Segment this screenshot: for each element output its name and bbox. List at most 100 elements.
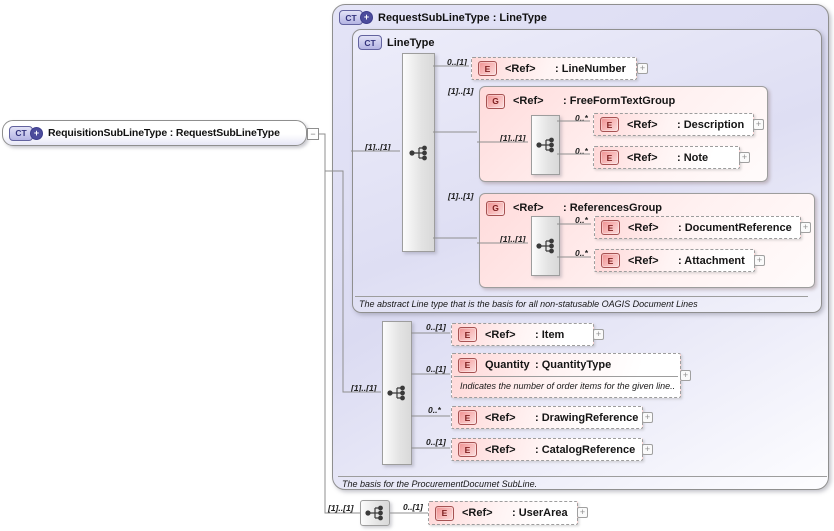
element-icon: E	[458, 442, 477, 457]
element-type: : LineNumber	[555, 62, 626, 75]
element-node-note[interactable]: E <Ref> : Note	[593, 146, 740, 169]
element-node-quantity[interactable]: E Quantity : QuantityType Indicates the …	[451, 353, 681, 398]
element-name: <Ref>	[628, 254, 659, 267]
element-type: : DrawingReference	[535, 411, 639, 424]
element-icon: E	[458, 357, 477, 373]
sequence-bar-referencesgroup[interactable]	[531, 216, 560, 276]
expand-button-attachment[interactable]: +	[754, 255, 765, 266]
element-type: : QuantityType	[535, 359, 612, 371]
cardinality-label: [1]..[1]	[500, 133, 526, 143]
requestsublinetype-header: CT + RequestSubLineType : LineType	[339, 10, 547, 25]
sequence-icon	[387, 385, 405, 401]
cardinality-label: 0..[1]	[426, 437, 446, 447]
group-name: <Ref>	[513, 202, 544, 214]
element-node-catalogreference[interactable]: E <Ref> : CatalogReference	[451, 438, 643, 461]
element-icon: E	[435, 505, 454, 521]
annotation-divider	[338, 476, 827, 477]
element-name: <Ref>	[505, 62, 536, 75]
cardinality-label: 0..[1]	[426, 322, 446, 332]
element-name: <Ref>	[485, 411, 516, 424]
element-name: <Ref>	[628, 221, 659, 234]
sequence-icon	[535, 137, 554, 153]
root-title: RequisitionSubLineType : RequestSubLineT…	[48, 127, 280, 139]
cardinality-label: [1]..[1]	[448, 191, 474, 201]
element-type: : CatalogReference	[535, 443, 636, 456]
group-icon: G	[486, 93, 505, 109]
element-icon: E	[458, 327, 477, 342]
expand-button-linenumber[interactable]: +	[637, 63, 648, 74]
complex-type-badge: CT +	[9, 125, 43, 141]
collapse-button[interactable]: −	[307, 128, 319, 140]
element-type: : Note	[677, 151, 709, 164]
cardinality-label: [1]..[1]	[351, 383, 377, 393]
sequence-bar-requestsublinetype[interactable]	[382, 321, 412, 465]
sequence-icon	[535, 238, 554, 254]
element-icon: E	[600, 117, 619, 132]
element-name: <Ref>	[485, 443, 516, 456]
element-icon: E	[601, 220, 620, 235]
element-node-documentreference[interactable]: E <Ref> : DocumentReference	[594, 216, 801, 239]
ct-badge-icon: CT	[358, 35, 382, 50]
linetype-title: LineType	[387, 36, 435, 49]
element-name: Quantity	[485, 359, 530, 371]
group-node-referencesgroup[interactable]: G <Ref> : ReferencesGroup [1]..[1] 0..*	[479, 193, 815, 288]
element-node-item[interactable]: E <Ref> : Item	[451, 323, 594, 346]
element-type: : Item	[535, 328, 565, 341]
linetype-box[interactable]: CT LineType [1]..[1] 0..[1] E <R	[352, 29, 822, 313]
element-type: : DocumentReference	[678, 221, 792, 234]
expand-button-note[interactable]: +	[739, 152, 750, 163]
group-node-freeformtextgroup[interactable]: G <Ref> : FreeFormTextGroup [1]..[1] 0..…	[479, 86, 768, 182]
expand-button-quantity[interactable]: +	[680, 370, 691, 381]
root-type-node[interactable]: CT + RequisitionSubLineType : RequestSub…	[2, 120, 307, 146]
element-type: : Attachment	[678, 254, 745, 267]
cardinality-label: [1]..[1]	[500, 234, 526, 244]
element-type: : Description	[677, 118, 745, 131]
element-icon: E	[458, 410, 477, 425]
element-node-attachment[interactable]: E <Ref> : Attachment	[594, 249, 755, 272]
annotation-divider	[355, 296, 808, 297]
expand-button-userarea[interactable]: +	[577, 507, 588, 518]
complex-type-badge: CT	[358, 35, 382, 50]
group-header: G <Ref> : FreeFormTextGroup	[480, 91, 767, 111]
element-icon: E	[601, 253, 620, 268]
complex-type-badge: CT +	[339, 10, 373, 25]
cardinality-label: [1]..[1]	[448, 86, 474, 96]
group-name: <Ref>	[513, 95, 544, 107]
sequence-icon	[365, 505, 383, 521]
sequence-icon	[408, 145, 427, 160]
cardinality-label: 0..*	[575, 113, 588, 123]
element-name: <Ref>	[462, 507, 493, 519]
cardinality-label: 0..[1]	[447, 57, 467, 67]
element-icon: E	[478, 61, 497, 76]
sequence-bar-linetype[interactable]	[402, 53, 435, 252]
element-name: <Ref>	[627, 151, 658, 164]
group-type: : ReferencesGroup	[563, 202, 663, 214]
cardinality-label: [1]..[1]	[365, 142, 391, 152]
requestsublinetype-title: RequestSubLineType : LineType	[378, 11, 547, 24]
cardinality-label: 0..[1]	[426, 364, 446, 374]
element-node-userarea[interactable]: E <Ref> : UserArea	[428, 501, 578, 525]
sequence-box-root[interactable]	[360, 500, 390, 526]
cardinality-label: 0..*	[428, 405, 441, 415]
cardinality-label: 0..*	[575, 248, 588, 258]
annotation-divider	[454, 376, 678, 377]
element-title-row: E Quantity : QuantityType	[452, 354, 680, 376]
expand-button-drawingreference[interactable]: +	[642, 412, 653, 423]
linetype-header: CT LineType	[358, 35, 434, 50]
element-type: : UserArea	[512, 507, 568, 519]
element-node-drawingreference[interactable]: E <Ref> : DrawingReference	[451, 406, 643, 429]
expand-button-description[interactable]: +	[753, 119, 764, 130]
element-node-description[interactable]: E <Ref> : Description	[593, 113, 754, 136]
expand-button-catalogreference[interactable]: +	[642, 444, 653, 455]
cardinality-label: 0..[1]	[403, 502, 423, 512]
requestsublinetype-annotation: The basis for the ProcurementDocumet Sub…	[342, 479, 538, 489]
expand-button-item[interactable]: +	[593, 329, 604, 340]
group-header: G <Ref> : ReferencesGroup	[480, 198, 814, 218]
expand-button-documentreference[interactable]: +	[800, 222, 811, 233]
sequence-bar-freeformtextgroup[interactable]	[531, 115, 560, 175]
quantity-annotation: Indicates the number of order items for …	[460, 381, 676, 391]
cardinality-label: 0..*	[575, 146, 588, 156]
element-node-linenumber[interactable]: E <Ref> : LineNumber	[471, 57, 637, 80]
group-icon: G	[486, 200, 505, 216]
requestsublinetype-box[interactable]: CT + RequestSubLineType : LineType CT Li…	[332, 4, 829, 490]
